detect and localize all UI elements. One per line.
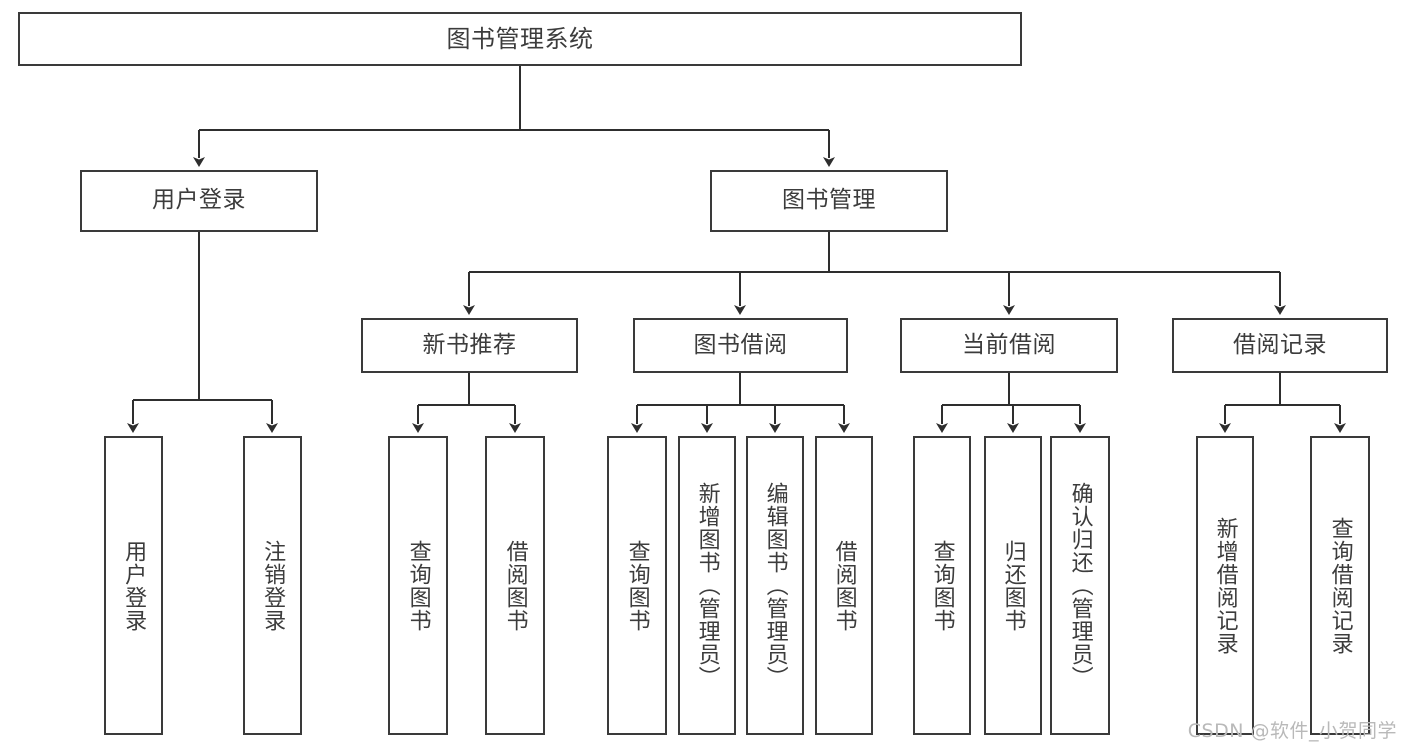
node-label: 用户登录 xyxy=(121,539,147,632)
node-label: 确认归还（管理员） xyxy=(1067,482,1093,689)
node-leaf-8[interactable]: 查询图书 xyxy=(913,436,971,735)
node-label: 注销登录 xyxy=(260,539,286,632)
node-leaf-10[interactable]: 确认归还（管理员） xyxy=(1050,436,1110,735)
node-leaf-7[interactable]: 借阅图书 xyxy=(815,436,873,735)
node-leaf-4[interactable]: 查询图书 xyxy=(607,436,667,735)
csdn-watermark: CSDN @软件_小贺同学 xyxy=(1187,720,1397,742)
node-leaf-0[interactable]: 用户登录 xyxy=(104,436,163,735)
node-level3-1[interactable]: 图书借阅 xyxy=(633,318,848,373)
node-label: 查询图书 xyxy=(624,539,650,632)
node-leaf-12[interactable]: 查询借阅记录 xyxy=(1310,436,1370,735)
node-level3-2[interactable]: 当前借阅 xyxy=(900,318,1118,373)
node-label: 编辑图书（管理员） xyxy=(762,482,788,689)
node-label: 查询图书 xyxy=(405,539,431,632)
node-leaf-5[interactable]: 新增图书（管理员） xyxy=(678,436,736,735)
node-leaf-2[interactable]: 查询图书 xyxy=(388,436,448,735)
node-leaf-6[interactable]: 编辑图书（管理员） xyxy=(746,436,804,735)
node-label: 查询借阅记录 xyxy=(1327,516,1353,655)
node-label: 新增图书（管理员） xyxy=(694,482,720,689)
node-leaf-1[interactable]: 注销登录 xyxy=(243,436,302,735)
node-leaf-11[interactable]: 新增借阅记录 xyxy=(1196,436,1254,735)
node-label: 新增借阅记录 xyxy=(1212,516,1238,655)
node-label: 借阅图书 xyxy=(831,539,857,632)
node-leaf-3[interactable]: 借阅图书 xyxy=(485,436,545,735)
node-label: 借阅图书 xyxy=(502,539,528,632)
node-level3-0[interactable]: 新书推荐 xyxy=(361,318,578,373)
node-level2-0[interactable]: 用户登录 xyxy=(80,170,318,232)
node-level2-1[interactable]: 图书管理 xyxy=(710,170,948,232)
node-label: 归还图书 xyxy=(1000,539,1026,632)
node-root[interactable]: 图书管理系统 xyxy=(18,12,1022,66)
node-level3-3[interactable]: 借阅记录 xyxy=(1172,318,1388,373)
node-label: 查询图书 xyxy=(929,539,955,632)
node-leaf-9[interactable]: 归还图书 xyxy=(984,436,1042,735)
